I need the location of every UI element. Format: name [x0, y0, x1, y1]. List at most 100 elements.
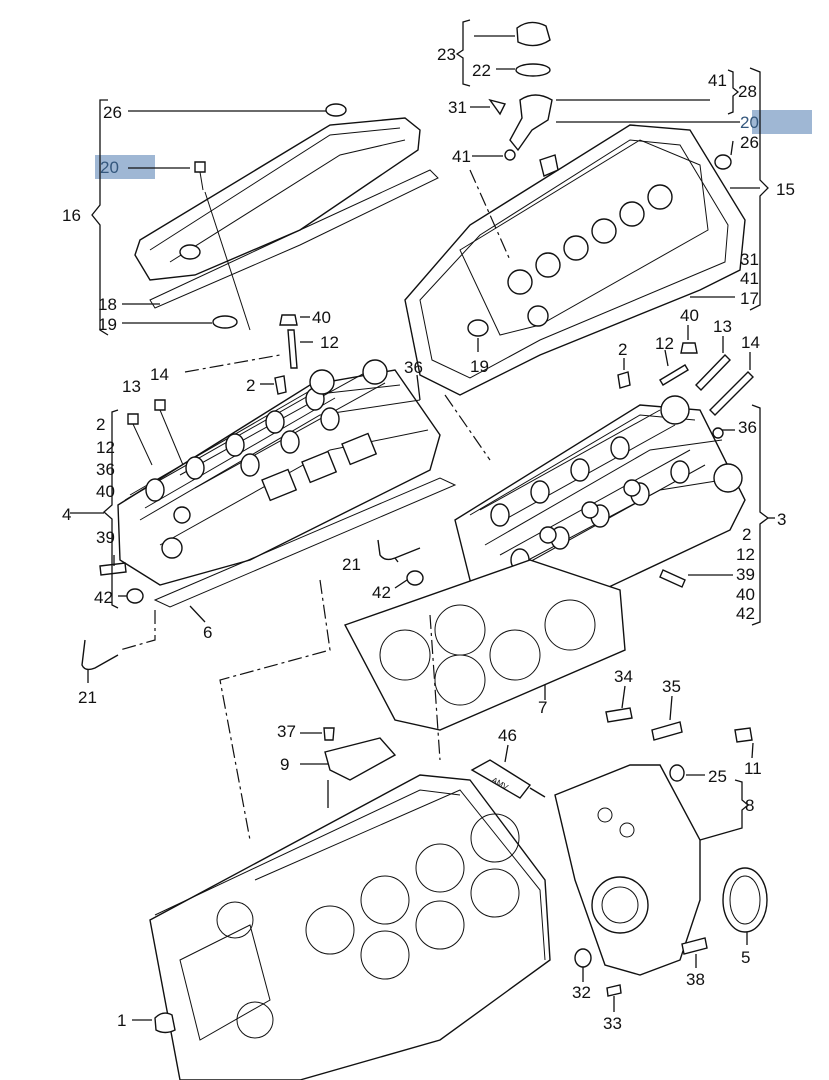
callout-21-left: 21 [78, 688, 97, 707]
highlight-part-20-right [752, 110, 812, 134]
callout-12-right: 12 [655, 334, 674, 353]
left-valve-cover [134, 117, 421, 281]
engine-block-group: AMV [132, 685, 768, 1080]
callout-12-bracket-right: 12 [736, 545, 755, 564]
right-cam-sprocket-2 [713, 463, 743, 493]
nut-40-left [279, 314, 298, 326]
callout-12-bracket: 12 [96, 438, 115, 457]
callout-2-right: 2 [618, 340, 627, 359]
callout-20-right[interactable]: 20 [740, 113, 759, 132]
callout-19-right: 19 [470, 357, 489, 376]
left-cam-sprocket-2 [362, 359, 388, 385]
callout-14-right: 14 [741, 333, 760, 352]
left-cylinder-head-group [70, 314, 457, 683]
callout-12-top: 12 [320, 333, 339, 352]
callout-22: 22 [472, 61, 491, 80]
callout-6: 6 [203, 623, 212, 642]
callout-20-left[interactable]: 20 [100, 158, 119, 177]
callout-40-top: 40 [312, 308, 331, 327]
callout-8: 8 [745, 796, 754, 815]
callout-19-left: 19 [98, 315, 117, 334]
callout-41-right: 41 [708, 71, 727, 90]
callout-labels: 26 20 16 18 19 23 22 31 41 41 28 20 26 1… [62, 45, 795, 1033]
callout-25: 25 [708, 767, 727, 786]
callout-36-right: 36 [738, 418, 757, 437]
ring-32 [574, 948, 592, 968]
filler-neck [509, 94, 553, 152]
right-cam-sprocket-1 [660, 395, 690, 425]
callout-14-left: 14 [150, 365, 169, 384]
callout-16: 16 [62, 206, 81, 225]
seal-25 [669, 764, 685, 782]
hose-21-left [81, 639, 119, 671]
callout-31-right: 31 [740, 250, 759, 269]
callout-7: 7 [538, 698, 547, 717]
callout-3: 3 [777, 510, 786, 529]
bolt-37 [323, 727, 335, 741]
callout-21-right: 21 [342, 555, 361, 574]
callout-46: 46 [498, 726, 517, 745]
callout-36-bracket: 36 [96, 460, 115, 479]
callout-39-right: 39 [736, 565, 755, 584]
callout-41-lower: 41 [740, 269, 759, 288]
left-cover-group [91, 99, 439, 336]
plug-11 [734, 727, 753, 743]
callout-42-left: 42 [94, 588, 113, 607]
right-head-gasket [344, 559, 626, 731]
callout-37: 37 [277, 722, 296, 741]
right-cylinder-head-group [219, 325, 775, 841]
stud-12-left [287, 329, 298, 369]
sealant-tube-46 [470, 759, 532, 799]
callout-39-left: 39 [96, 528, 115, 547]
left-camshafts [129, 369, 386, 509]
callout-40-bracket-right: 40 [736, 585, 755, 604]
bolt-39-left [99, 562, 127, 576]
bolt-14-right [709, 371, 754, 416]
bolt-38 [681, 937, 708, 955]
oil-filler-cap [516, 21, 551, 47]
callout-26-right: 26 [740, 133, 759, 152]
nut-40-right [680, 342, 698, 354]
callout-26-left: 26 [103, 103, 122, 122]
callout-15: 15 [776, 180, 795, 199]
callout-9: 9 [280, 755, 289, 774]
clip-41 [504, 149, 516, 161]
callout-13-right: 13 [713, 317, 732, 336]
seal-42-left [126, 588, 144, 604]
timing-cover-8 [554, 764, 701, 976]
seal-22 [515, 63, 551, 77]
callout-23: 23 [437, 45, 456, 64]
callout-31-top: 31 [448, 98, 467, 117]
callout-2-left: 2 [246, 376, 255, 395]
hose-21-right [377, 539, 421, 561]
bolt-39-right [659, 569, 686, 588]
callout-13-left: 13 [122, 377, 141, 396]
cover-plate-9 [324, 737, 397, 781]
seal-42-right [406, 570, 424, 586]
callout-1: 1 [117, 1011, 126, 1030]
pin-2-left [274, 375, 287, 395]
pin-33 [606, 984, 622, 997]
plug-1 [154, 1012, 176, 1034]
highlight-part-20-left [95, 155, 155, 179]
callout-28: 28 [738, 82, 757, 101]
callout-33: 33 [603, 1014, 622, 1033]
seal-26-left [325, 103, 347, 117]
seal-19-left [212, 315, 238, 329]
callout-41-top: 41 [452, 147, 471, 166]
bolt-35 [651, 721, 683, 741]
bolt-31-top [488, 98, 507, 116]
callout-17: 17 [740, 289, 759, 308]
callout-36-left: 36 [404, 358, 423, 377]
pin-2-right [617, 371, 631, 389]
gasket-18 [149, 169, 439, 309]
seal-19-right [467, 319, 489, 337]
callout-2-bracket-right: 2 [742, 525, 751, 544]
callout-35: 35 [662, 677, 681, 696]
right-cover-group [404, 19, 769, 461]
bolt-34 [605, 707, 633, 723]
callout-32: 32 [572, 983, 591, 1002]
left-head-gasket [153, 477, 457, 608]
stud-12-right [659, 364, 689, 386]
